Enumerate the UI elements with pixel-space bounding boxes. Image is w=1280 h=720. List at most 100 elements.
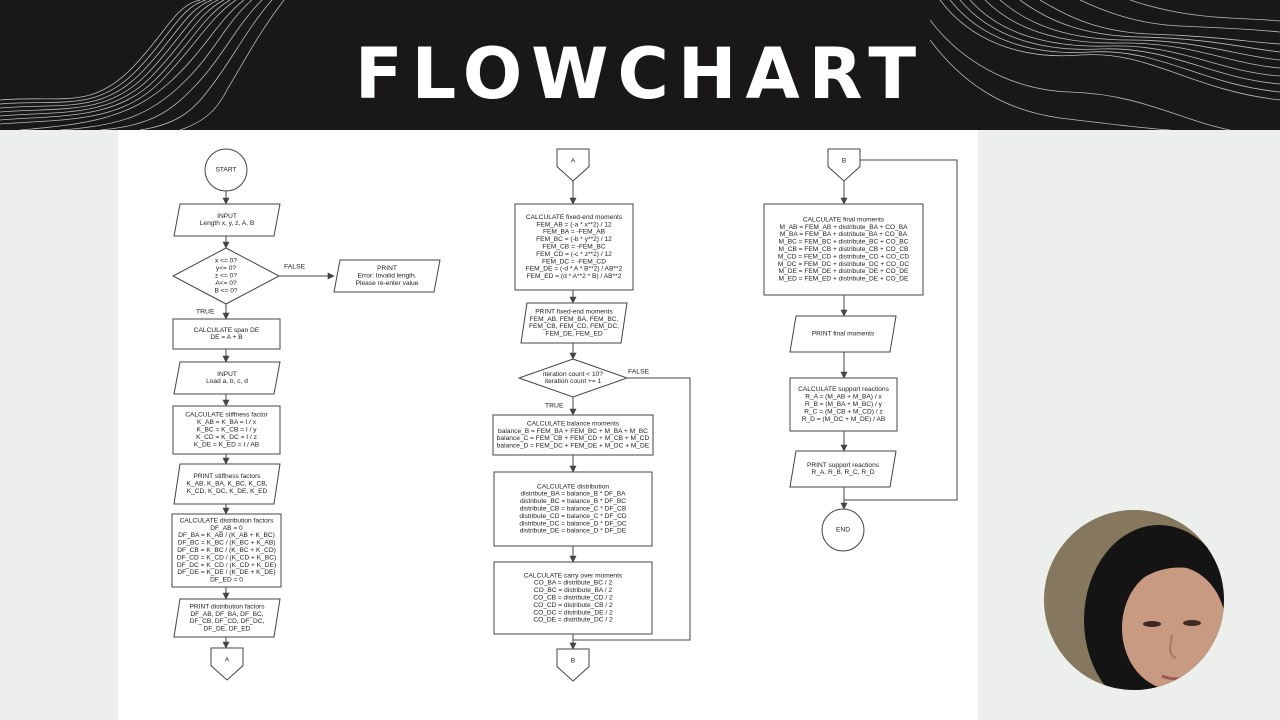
node-heading-text: CALCULATE final moments [803,216,885,223]
node-detail-text: iteration count += 1 [545,378,602,385]
node-detail-text: distribute_DE = balance_D * DF_DE [520,528,627,535]
node-detail-text: CO_CD = distribute_CB / 2 [533,602,613,609]
process-shape [493,561,653,635]
node-detail-text: CO_DE = distribute_DC / 2 [533,617,613,624]
node-detail-text: balance_B = FEM_BA + FEM_BC + M_BA + M_B… [498,428,648,435]
node-heading-text: CALCULATE distribution [537,483,609,490]
node-off-a-out: A [210,647,244,681]
node-detail-text: R_A, R_B, R_C, R_D [811,469,874,476]
node-detail-text: DF_DE = K_DE / (K_DE + K_DE) [177,569,275,576]
slide-header: FLOWCHART [0,0,1280,130]
node-detail-text: M_DC = FEM_DC + distribute_DC + CO_DC [778,261,910,268]
node-detail-text: FEM_CB, FEM_CD, FEM_DC, [529,323,619,330]
node-heading-text: PRINT fixed-end moments [535,308,613,315]
node-detail-text: DF_BA = K_AB / (K_AB + K_BC) [178,532,275,539]
node-detail-text: R_D = (M_DC + M_DE) / AB [802,416,886,423]
io-shape [173,203,281,237]
node-detail-text: DF_DC = K_CD / (K_CD + K_DE) [177,562,276,569]
decorative-waves-right [930,0,1280,130]
offpage-connector-shape [556,648,590,682]
node-detail-text: CO_CB = distribute_CD / 2 [533,595,613,602]
io-shape [520,302,628,344]
node-detail-text: FEM_DC = -FEM_CD [542,258,606,265]
node-heading-text: A [571,158,576,165]
node-heading-text: x <= 0? [215,258,237,265]
process-shape [514,203,634,291]
process-shape [171,513,282,588]
node-detail-text: DF_AB = 0 [210,525,243,532]
node-detail-text: R_B = (M_BA + M_BC) / y [805,401,883,408]
node-detail-text: y<= 0? [216,265,236,272]
node-detail-text: R_A = (M_AB + M_BA) / x [805,394,882,401]
edge-label-iteration-false: FALSE [628,369,650,376]
presenter-face [1122,566,1224,690]
node-end: END [821,508,865,552]
presenter-left-eye [1143,621,1161,627]
node-heading-text: PRINT stiffness factors [193,473,261,480]
node-detail-text: distribute_DC = balance_D * DF_DC [519,520,626,527]
decorative-waves-left [0,0,285,130]
node-print-final: PRINT final moments [789,315,897,353]
node-heading-text: CALCULATE balance moments [527,420,620,427]
node-iteration: iteration count < 10?iteration count += … [517,358,629,398]
io-shape [173,598,281,638]
node-detail-text: distribute_BC = balance_B * DF_BC [520,498,626,505]
decision-shape [517,358,629,398]
process-shape [493,471,653,547]
node-heading-text: A [225,657,230,664]
presenter-nose [1169,634,1177,659]
presenter-hijab-edge [1114,548,1224,590]
node-heading-text: iteration count < 10? [543,371,603,378]
node-detail-text: K_CD = K_DC = I / z [196,434,257,441]
node-detail-text: A<= 0? [215,280,237,287]
process-shape [172,405,281,455]
io-shape [789,450,897,488]
node-detail-text: DF_BC = K_BC / (K_BC + K_AB) [178,540,276,547]
node-heading-text: INPUT [217,213,237,220]
node-detail-text: M_CD = FEM_CD + distribute_CD + CO_CD [778,253,910,260]
node-detail-text: DF_CB, DF_CD, DF_DC, [190,618,265,625]
io-shape [789,315,897,353]
node-start: START [204,148,248,192]
node-detail-text: z <= 0? [215,273,237,280]
node-heading-text: CALCULATE carry over moments [524,572,623,579]
io-shape [173,361,281,395]
node-heading-text: B [842,158,847,165]
node-detail-text: FEM_DE, FEM_ED [545,331,602,338]
edge-label-validate-false: FALSE [284,264,306,271]
node-heading-text: PRINT support reactions [807,462,880,469]
node-heading-text: CALCULATE fixed-end moments [526,214,623,221]
connector-offpage-b-loop [844,159,958,501]
node-detail-text: CO_BC = distribute_BA / 2 [534,587,613,594]
node-heading-text: CALCULATE distribution factors [180,517,274,524]
node-detail-text: distribute_CB = balance_C * DF_CB [520,506,627,513]
process-shape [789,377,898,432]
node-detail-text: M_BC = FEM_BC + distribute_BC + CO_BC [779,239,909,246]
node-detail-text: DF_CD = K_CD / (K_CD + K_BC) [177,554,276,561]
terminator-shape [821,508,865,552]
node-detail-text: FEM_CD = (-c * z**2) / 12 [536,251,612,258]
node-detail-text: distribute_BA = balance_B * DF_BA [520,491,626,498]
node-heading-text: INPUT [217,371,237,378]
node-heading-text: B [571,658,576,665]
edge-label-validate-true: TRUE [196,309,215,316]
node-heading-text: CALCULATE support reactions [798,386,889,393]
node-detail-text: DF_DE, DF_ED [204,626,251,633]
node-heading-text: END [836,527,850,534]
node-detail-text: Error: Invalid length. [357,273,416,280]
io-shape [333,259,441,293]
offpage-connector-shape [556,148,590,182]
